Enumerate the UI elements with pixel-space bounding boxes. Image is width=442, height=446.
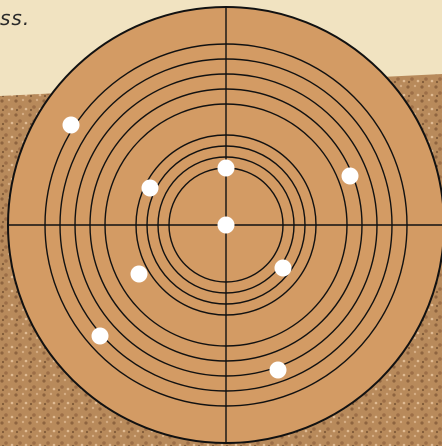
- target-board: [8, 7, 442, 443]
- hole-lower-left-outer[interactable]: [92, 328, 109, 345]
- hole-lower-left-inner[interactable]: [131, 266, 148, 283]
- hole-lower-right-outer[interactable]: [270, 362, 287, 379]
- hole-upper-center[interactable]: [218, 160, 235, 177]
- hole-center[interactable]: [218, 217, 235, 234]
- hole-upper-left-outer[interactable]: [63, 117, 80, 134]
- hole-upper-right[interactable]: [342, 168, 359, 185]
- hole-upper-left-inner[interactable]: [142, 180, 159, 197]
- hole-lower-right-inner[interactable]: [275, 260, 292, 277]
- instruction-fragment: ss.: [0, 6, 30, 30]
